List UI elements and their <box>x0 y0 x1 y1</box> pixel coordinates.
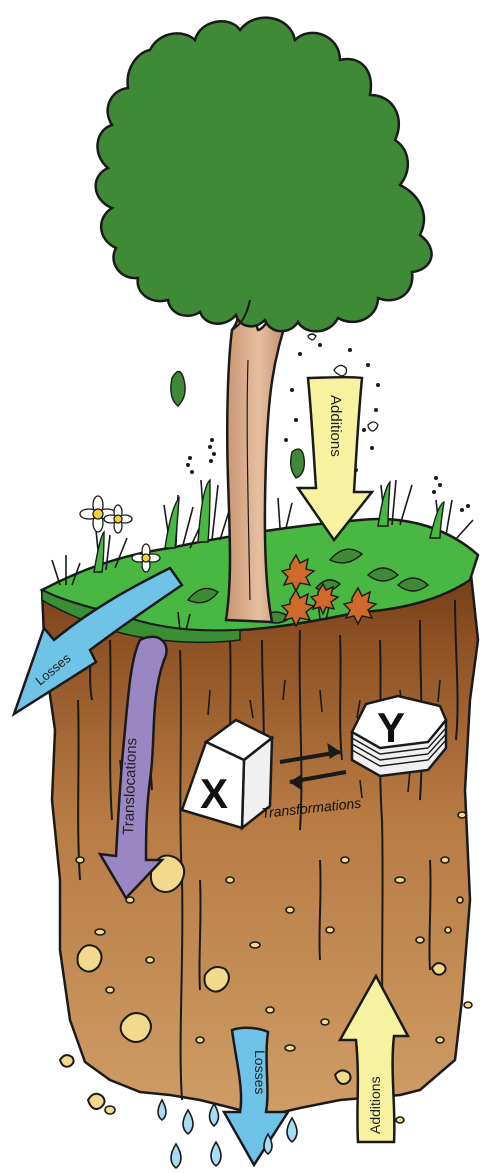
rock-icon <box>205 967 230 992</box>
leaf-icon <box>171 371 185 406</box>
raindrop-icon <box>211 1142 221 1166</box>
x-label: X <box>200 770 228 817</box>
rock-icon <box>88 1094 105 1109</box>
y-block: Y <box>352 696 446 776</box>
additions-arrow-top: Additions <box>298 377 372 540</box>
rock-icon <box>60 1055 74 1067</box>
raindrop-icon <box>158 1100 166 1120</box>
losses-bottom-label: Losses <box>252 1050 268 1094</box>
rock-icon <box>432 963 446 975</box>
additions-bottom-label: Additions <box>367 1076 383 1134</box>
raindrop-icon <box>287 1118 297 1142</box>
tree-canopy <box>96 18 432 332</box>
rock-icon <box>78 945 102 971</box>
leaf-icon <box>291 449 305 478</box>
additions-top-label: Additions <box>327 395 344 457</box>
raindrop-icon <box>183 1110 193 1134</box>
rock-icon <box>121 1013 151 1042</box>
raindrop-icon <box>210 1104 219 1126</box>
raindrop-icon <box>171 1144 181 1168</box>
y-label: Y <box>377 704 405 751</box>
translocations-label: Translocations <box>120 738 140 836</box>
